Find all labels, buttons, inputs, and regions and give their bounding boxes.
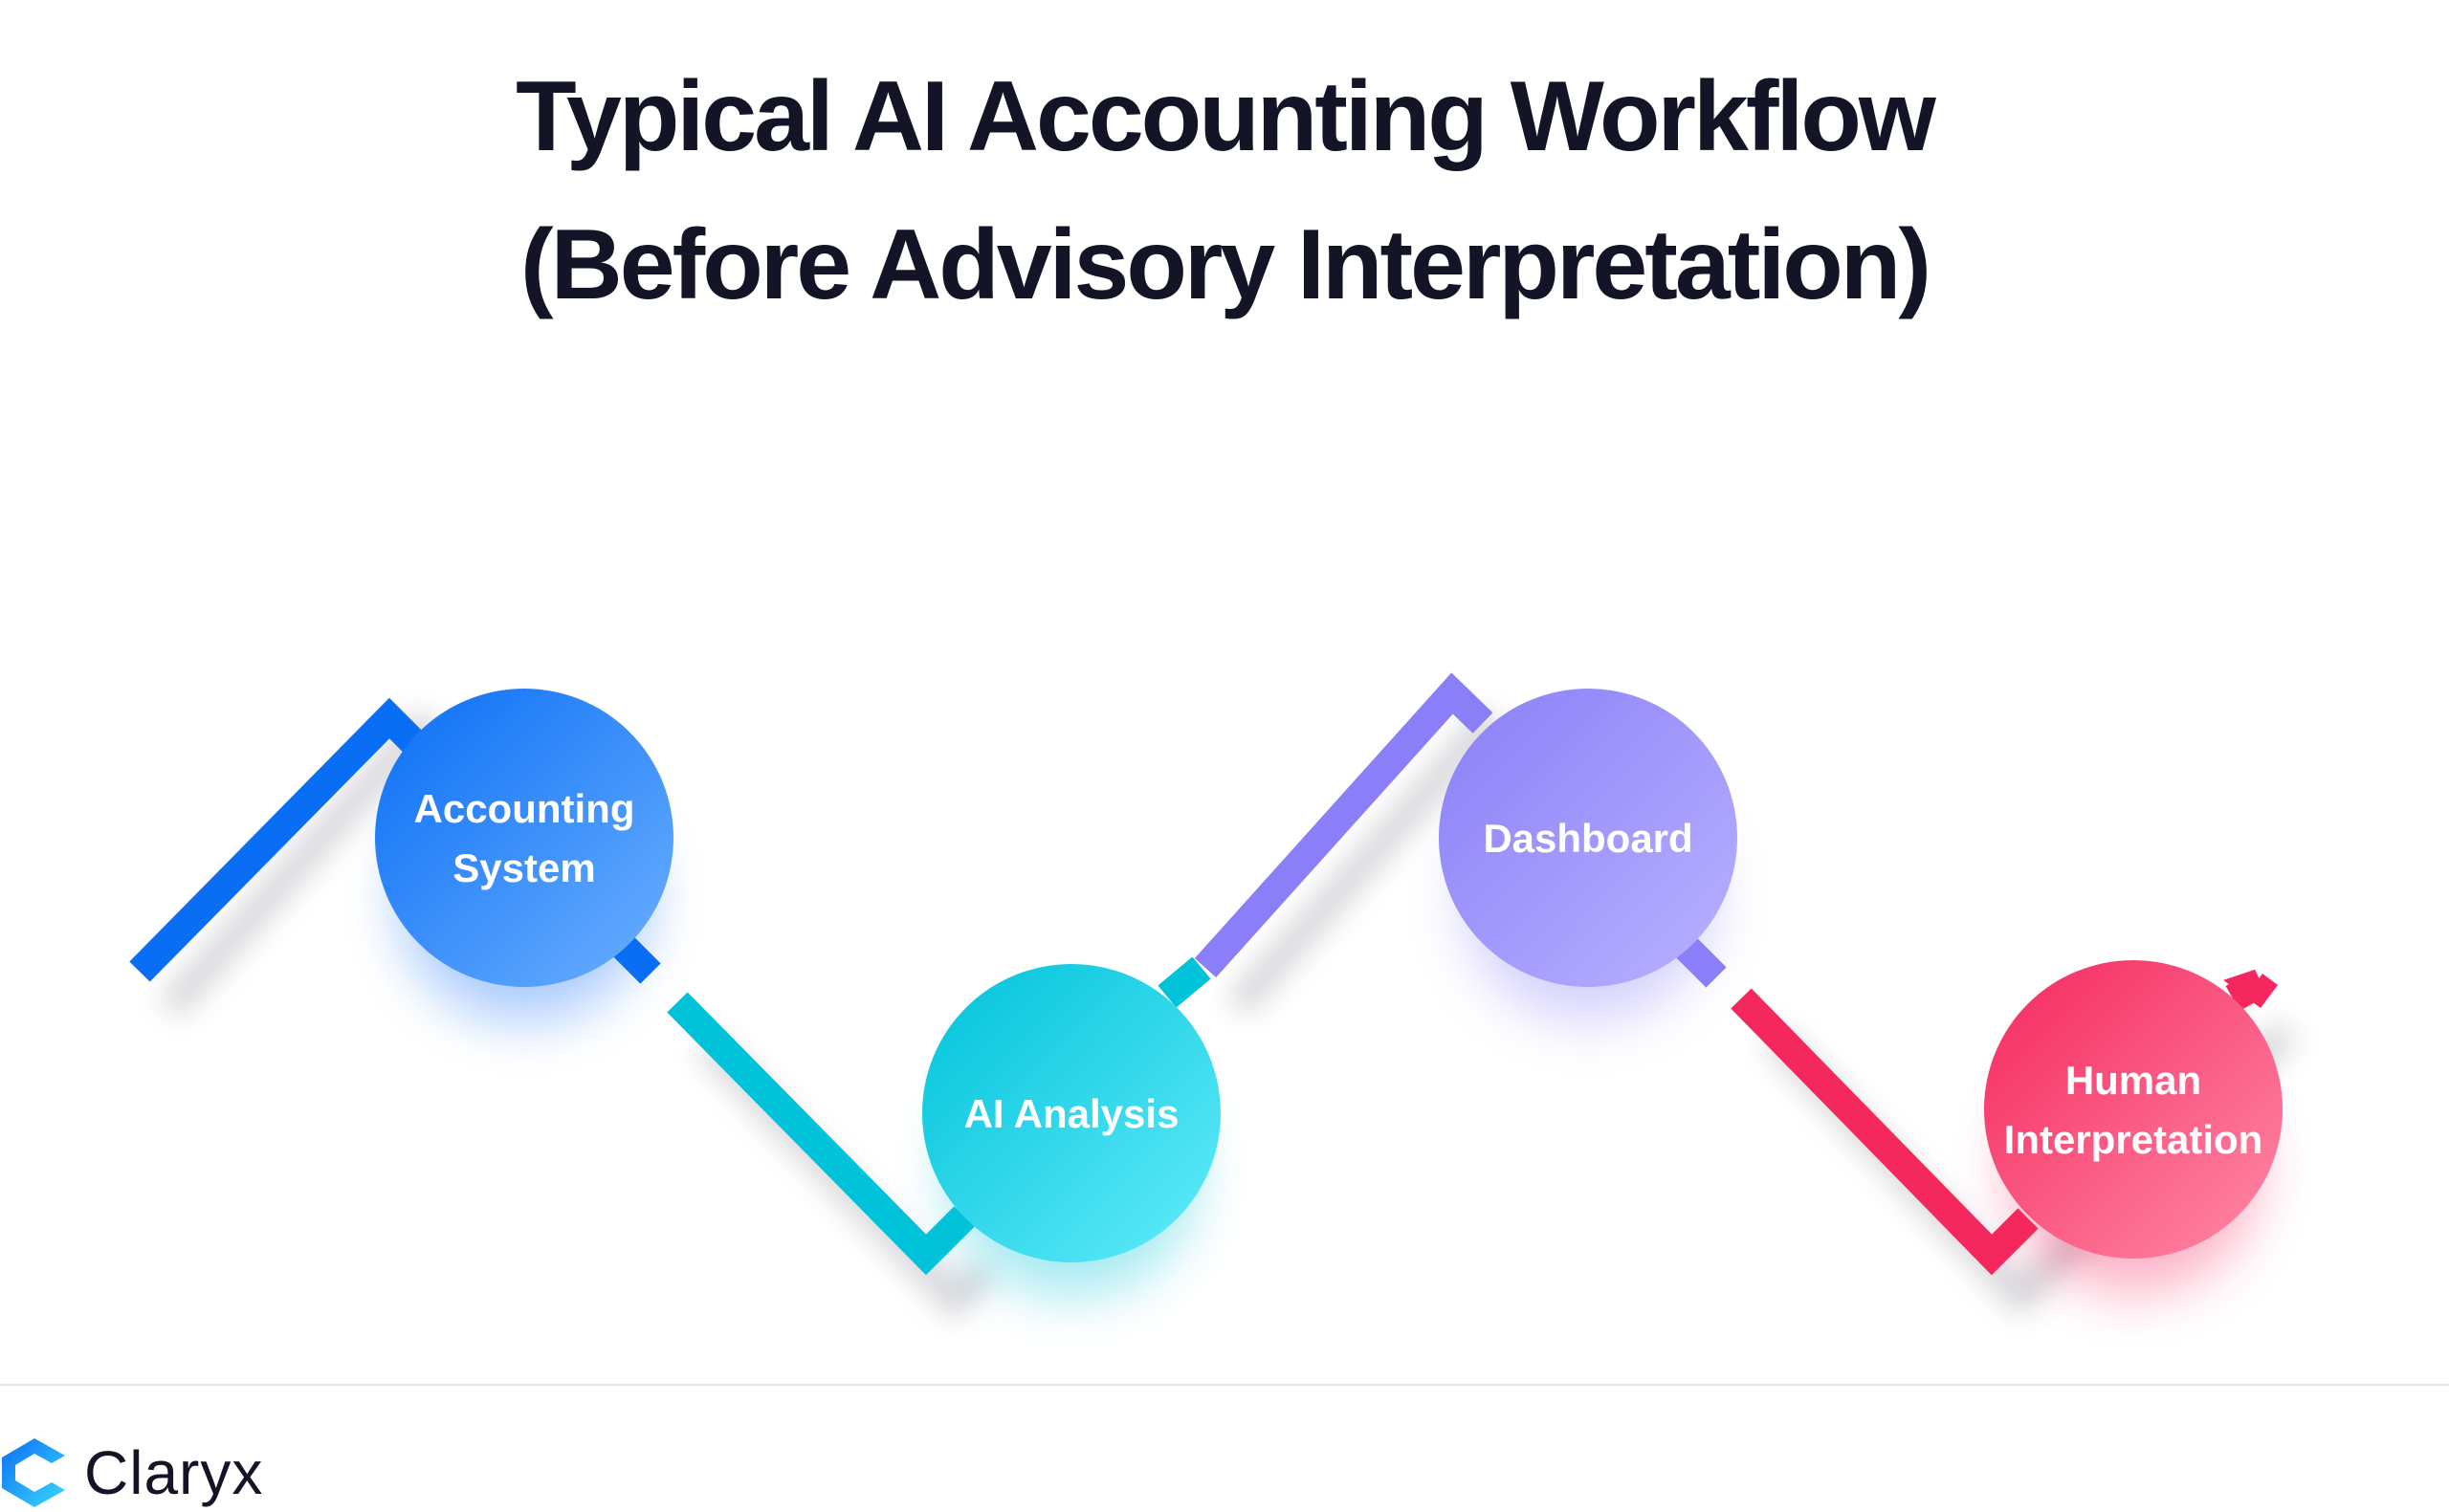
step-human-interpretation-label: Human xyxy=(2065,1058,2201,1103)
step-dashboard-circle xyxy=(1439,689,1737,987)
step-accounting-system-label: Accounting xyxy=(414,786,635,831)
page-title-line-1: Typical AI Accounting Workflow xyxy=(516,61,1936,172)
step-accounting-system-circle xyxy=(375,689,673,987)
page-title-line-2: (Before Advisory Interpretation) xyxy=(520,209,1931,320)
claryx-logo-icon xyxy=(2,1438,65,1507)
connector-segment-4 xyxy=(1731,988,2039,1276)
step-human-interpretation-circle xyxy=(1984,960,2283,1259)
step-ai-analysis-label: AI Analysis xyxy=(964,1091,1180,1136)
step-ai-analysis-circle xyxy=(922,964,1221,1262)
connector-segment-1 xyxy=(129,697,431,982)
brand-name: Claryx xyxy=(84,1438,264,1507)
step-accounting-system-label: System xyxy=(452,845,595,890)
step-dashboard-label: Dashboard xyxy=(1483,816,1692,861)
connector-segment-2 xyxy=(667,992,975,1276)
connector-segment-3 xyxy=(1194,672,1493,978)
brand-logo: Claryx xyxy=(0,1435,263,1511)
connector-stub-2 xyxy=(1158,956,1211,1008)
step-human-interpretation-label: Interpretation xyxy=(2004,1117,2263,1162)
footer-divider xyxy=(0,1384,2449,1386)
connector-stub-4 xyxy=(2223,969,2278,1012)
step-dashboard: Dashboard xyxy=(1439,689,1737,987)
step-ai-analysis: AI Analysis xyxy=(922,964,1221,1262)
